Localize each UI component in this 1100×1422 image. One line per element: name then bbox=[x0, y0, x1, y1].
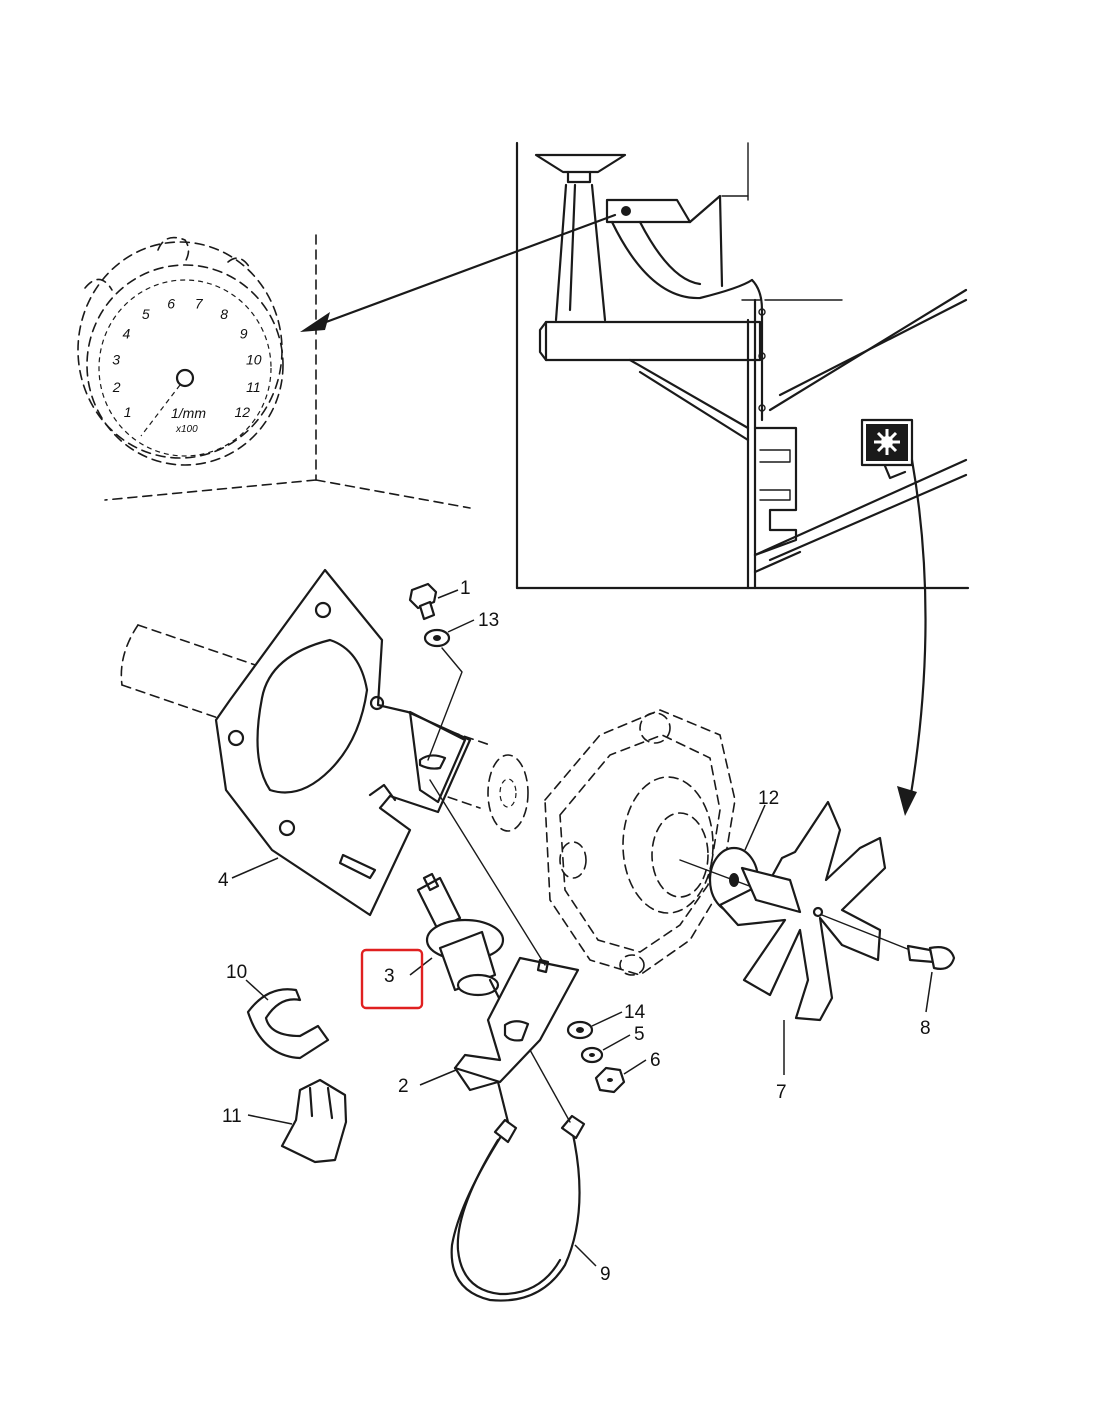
part-4-mounting-bracket bbox=[214, 568, 472, 917]
gauge-tick-label: 5 bbox=[142, 306, 150, 322]
callout-labels: 1 13 4 3 2 10 11 12 7 8 9 14 5 6 bbox=[218, 578, 931, 1285]
part-9-ground-cable bbox=[450, 1049, 586, 1302]
part-10-cable-clip bbox=[246, 988, 330, 1060]
part-7-fan-impeller bbox=[718, 800, 887, 1022]
fan-sensor-icon bbox=[860, 418, 914, 480]
callout-11: 11 bbox=[222, 1106, 242, 1127]
callout-14: 14 bbox=[624, 1002, 646, 1023]
gauge-tick-label: 12 bbox=[235, 404, 251, 420]
arrow-to-gauge bbox=[300, 213, 617, 332]
part-3-speed-sensor bbox=[416, 872, 507, 1012]
machine-inset bbox=[515, 141, 970, 590]
callout-9: 9 bbox=[600, 1264, 611, 1285]
part-6-nut bbox=[594, 1066, 626, 1094]
callout-5: 5 bbox=[634, 1024, 645, 1045]
gauge-tick-label: 7 bbox=[195, 295, 204, 311]
callout-leaders bbox=[231, 589, 933, 1267]
part-11-clamp bbox=[280, 1078, 348, 1164]
gauge-tick-label: 11 bbox=[246, 379, 261, 395]
part-13-washer bbox=[423, 628, 451, 648]
gauge-tick-label: 3 bbox=[112, 351, 120, 367]
callout-10: 10 bbox=[226, 962, 247, 983]
callout-1: 1 bbox=[460, 578, 471, 599]
callout-12: 12 bbox=[758, 788, 779, 809]
part-5-lock-washer bbox=[580, 1046, 604, 1064]
part-8-bolt bbox=[821, 914, 956, 970]
gauge-tick-label: 4 bbox=[123, 326, 131, 342]
gauge-tick-label: 10 bbox=[246, 351, 262, 367]
gauge-tick-label: 8 bbox=[220, 306, 228, 322]
part-1-bolt bbox=[408, 582, 438, 621]
gauge-scale: x100 bbox=[175, 424, 198, 435]
gauge-tick-label: 6 bbox=[167, 295, 175, 311]
part-2-sensor-bracket bbox=[453, 956, 580, 1092]
gauge-unit: 1/mm bbox=[171, 405, 206, 421]
callout-3: 3 bbox=[384, 966, 395, 987]
gauge-tick-label: 2 bbox=[112, 379, 121, 395]
callout-13: 13 bbox=[478, 610, 499, 631]
callout-2: 2 bbox=[398, 1076, 409, 1097]
motor-flange bbox=[544, 709, 736, 976]
arrow-to-fan bbox=[897, 458, 927, 816]
callout-4: 4 bbox=[218, 870, 229, 891]
highlight-box-part-3 bbox=[360, 948, 424, 1010]
callout-6: 6 bbox=[650, 1050, 661, 1071]
callout-8: 8 bbox=[920, 1018, 931, 1039]
gauge-tick-label: 1 bbox=[124, 404, 132, 420]
part-14-washer bbox=[566, 1020, 594, 1040]
callout-7: 7 bbox=[776, 1082, 787, 1103]
gauge-tick-label: 9 bbox=[240, 326, 248, 342]
